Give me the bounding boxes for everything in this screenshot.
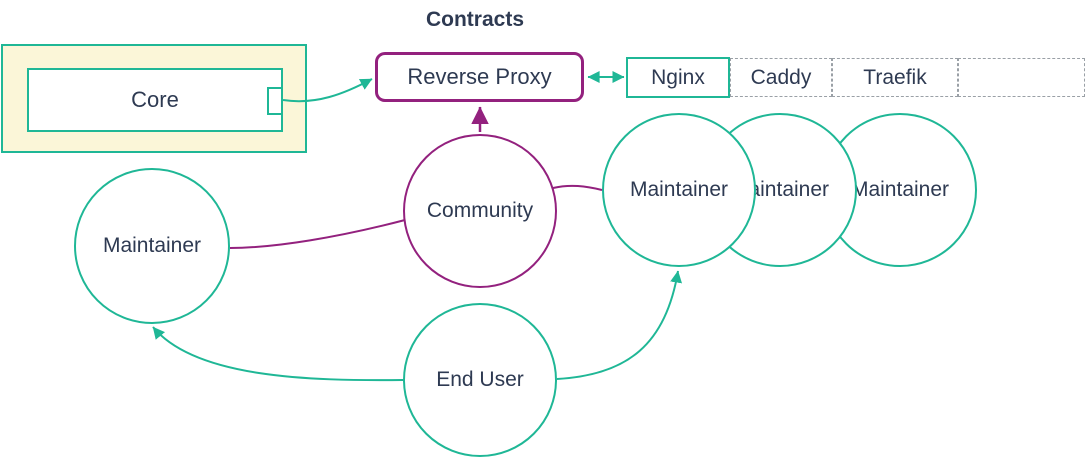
core-node: Core (27, 68, 283, 132)
edge-community-to-maintainer-left (229, 219, 406, 249)
maintainer-left-label: Maintainer (102, 234, 202, 257)
nginx-label: Nginx (651, 65, 705, 89)
traefik-label: Traefik (863, 65, 927, 89)
proxy-option-caddy: Caddy (730, 58, 832, 97)
reverse-proxy-node: Reverse Proxy (375, 52, 584, 102)
reverse-proxy-label: Reverse Proxy (407, 64, 552, 89)
edge-enduser-to-maintainer-right (556, 270, 683, 380)
maintainer-right-1-label: Maintainer (629, 178, 729, 201)
core-label: Core (131, 87, 179, 112)
diagram-title: Contracts (425, 8, 525, 31)
maintainer-left-node: Maintainer (74, 168, 230, 324)
proxy-option-nginx: Nginx (626, 57, 730, 98)
community-node: Community (403, 134, 557, 288)
end-user-label: End User (436, 368, 524, 391)
core-port (267, 87, 283, 115)
community-label: Community (426, 199, 534, 222)
proxy-option-empty (958, 58, 1085, 97)
proxy-option-traefik: Traefik (832, 58, 958, 97)
maintainer-right-3-label: Maintainer (850, 178, 950, 201)
end-user-node: End User (403, 303, 557, 457)
caddy-label: Caddy (750, 65, 812, 89)
edge-community-to-maintainer-right (552, 184, 603, 191)
edge-enduser-to-maintainer-left (152, 326, 404, 382)
maintainer-right-1: Maintainer (602, 113, 756, 267)
